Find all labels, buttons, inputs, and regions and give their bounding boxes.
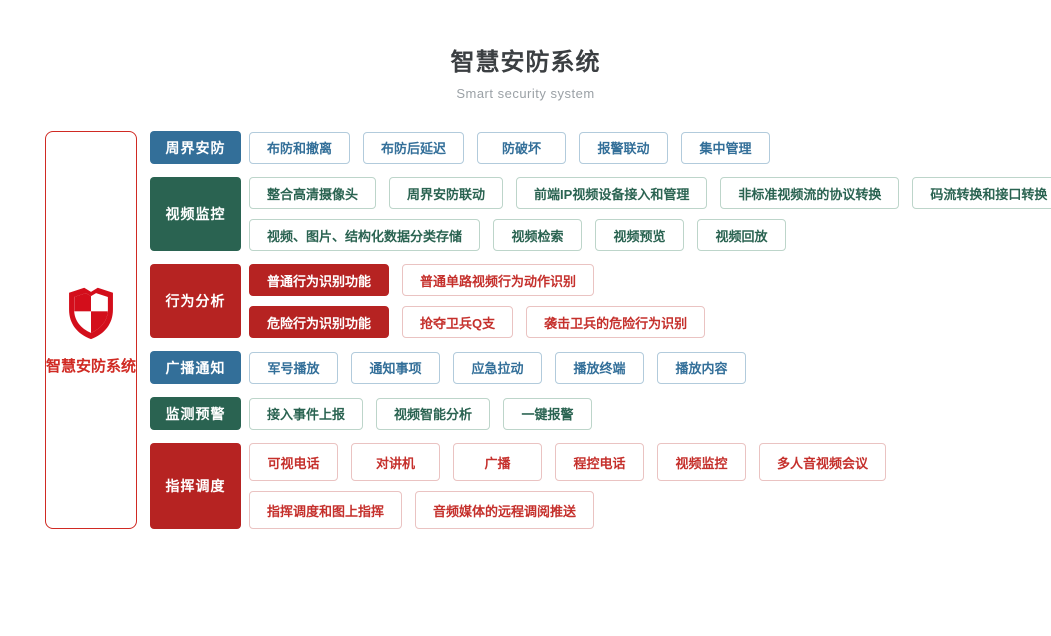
feature-line: 军号播放通知事项应急拉动播放终端播放内容 <box>249 351 747 384</box>
feature-line: 普通行为识别功能普通单路视频行为动作识别 <box>249 264 705 296</box>
feature-item: 应急拉动 <box>453 351 543 384</box>
page-title: 智慧安防系统 <box>450 49 601 76</box>
shield-icon <box>69 287 113 340</box>
category-badge: 监测预警 <box>150 397 242 430</box>
category-badge: 周界安防 <box>150 131 242 164</box>
feature-line: 布防和撤离布防后延迟防破坏报警联动集中管理 <box>249 131 771 164</box>
feature-item: 非标准视频流的协议转换 <box>720 177 900 209</box>
root-label: 智慧安防系统 <box>46 358 137 375</box>
category-badge: 指挥调度 <box>150 443 242 529</box>
feature-lines: 布防和撤离布防后延迟防破坏报警联动集中管理 <box>249 131 771 164</box>
feature-item: 视频回放 <box>697 219 787 251</box>
root-node: 智慧安防系统 <box>45 131 138 529</box>
category-badge: 广播通知 <box>150 351 242 384</box>
feature-row: 视频监控整合高清摄像头周界安防联动前端IP视频设备接入和管理非标准视频流的协议转… <box>150 177 1051 251</box>
feature-item: 一键报警 <box>503 397 593 430</box>
feature-item: 视频预览 <box>595 219 685 251</box>
feature-item: 视频监控 <box>657 443 747 481</box>
feature-item: 播放终端 <box>555 351 645 384</box>
feature-item: 播放内容 <box>657 351 747 384</box>
page-header: 智慧安防系统 Smart security system <box>0 0 1051 101</box>
feature-rows: 周界安防布防和撤离布防后延迟防破坏报警联动集中管理视频监控整合高清摄像头周界安防… <box>150 131 1051 529</box>
feature-item: 防破坏 <box>477 131 567 164</box>
feature-row: 指挥调度可视电话对讲机广播程控电话视频监控多人音视频会议指挥调度和图上指挥音频媒… <box>150 443 1051 529</box>
feature-item: 指挥调度和图上指挥 <box>249 491 403 529</box>
feature-item: 接入事件上报 <box>249 397 364 430</box>
feature-item: 视频检索 <box>493 219 583 251</box>
feature-lines: 可视电话对讲机广播程控电话视频监控多人音视频会议指挥调度和图上指挥音频媒体的远程… <box>249 443 887 529</box>
feature-item: 普通单路视频行为动作识别 <box>402 264 595 296</box>
feature-row: 广播通知军号播放通知事项应急拉动播放终端播放内容 <box>150 351 1051 384</box>
feature-item: 普通行为识别功能 <box>249 264 390 296</box>
feature-lines: 普通行为识别功能普通单路视频行为动作识别危险行为识别功能抢夺卫兵Q支袭击卫兵的危… <box>249 264 706 338</box>
feature-item: 袭击卫兵的危险行为识别 <box>526 306 706 338</box>
feature-item: 抢夺卫兵Q支 <box>402 306 514 338</box>
feature-item: 集中管理 <box>681 131 771 164</box>
feature-item: 多人音视频会议 <box>759 443 887 481</box>
feature-diagram: 智慧安防系统 周界安防布防和撤离布防后延迟防破坏报警联动集中管理视频监控整合高清… <box>45 131 1051 529</box>
feature-item: 视频、图片、结构化数据分类存储 <box>249 219 481 251</box>
category-badge: 行为分析 <box>150 264 242 338</box>
feature-line: 整合高清摄像头周界安防联动前端IP视频设备接入和管理非标准视频流的协议转换码流转… <box>249 177 1051 209</box>
feature-item: 码流转换和接口转换 <box>912 177 1051 209</box>
feature-item: 广播 <box>453 443 543 481</box>
feature-item: 前端IP视频设备接入和管理 <box>516 177 708 209</box>
category-badge: 视频监控 <box>150 177 242 251</box>
feature-item: 视频智能分析 <box>376 397 491 430</box>
feature-row: 监测预警接入事件上报视频智能分析一键报警 <box>150 397 1051 430</box>
feature-row: 周界安防布防和撤离布防后延迟防破坏报警联动集中管理 <box>150 131 1051 164</box>
feature-item: 对讲机 <box>351 443 441 481</box>
feature-item: 整合高清摄像头 <box>249 177 377 209</box>
page-subtitle: Smart security system <box>456 86 595 101</box>
feature-item: 周界安防联动 <box>389 177 504 209</box>
feature-item: 军号播放 <box>249 351 339 384</box>
feature-row: 行为分析普通行为识别功能普通单路视频行为动作识别危险行为识别功能抢夺卫兵Q支袭击… <box>150 264 1051 338</box>
feature-item: 危险行为识别功能 <box>249 306 390 338</box>
feature-lines: 军号播放通知事项应急拉动播放终端播放内容 <box>249 351 747 384</box>
feature-item: 音频媒体的远程调阅推送 <box>415 491 595 529</box>
feature-item: 布防和撤离 <box>249 131 351 164</box>
feature-line: 可视电话对讲机广播程控电话视频监控多人音视频会议 <box>249 443 887 481</box>
feature-item: 通知事项 <box>351 351 441 384</box>
feature-line: 视频、图片、结构化数据分类存储视频检索视频预览视频回放 <box>249 219 1051 251</box>
feature-line: 指挥调度和图上指挥音频媒体的远程调阅推送 <box>249 491 886 529</box>
feature-item: 可视电话 <box>249 443 339 481</box>
feature-item: 报警联动 <box>579 131 669 164</box>
feature-item: 布防后延迟 <box>363 131 465 164</box>
feature-lines: 整合高清摄像头周界安防联动前端IP视频设备接入和管理非标准视频流的协议转换码流转… <box>249 177 1051 251</box>
feature-line: 危险行为识别功能抢夺卫兵Q支袭击卫兵的危险行为识别 <box>249 306 706 338</box>
feature-item: 程控电话 <box>555 443 645 481</box>
feature-line: 接入事件上报视频智能分析一键报警 <box>249 397 593 430</box>
feature-lines: 接入事件上报视频智能分析一键报警 <box>249 397 593 430</box>
